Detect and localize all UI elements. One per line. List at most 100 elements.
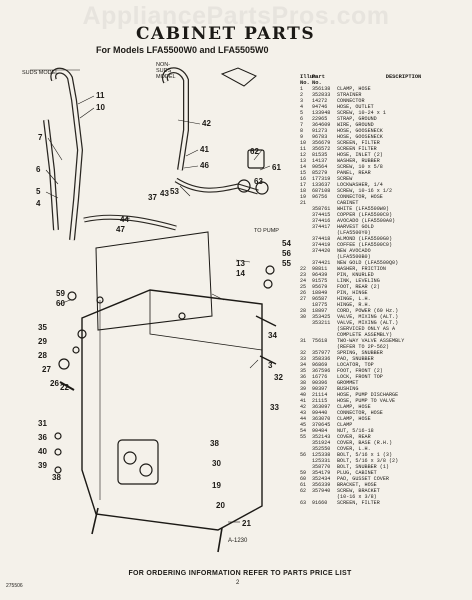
callout-37: 37 xyxy=(148,193,157,202)
part-description: PANEL, REAR xyxy=(337,170,371,176)
part-description: TWO-WAY VALVE ASSEMBLY xyxy=(337,338,405,344)
illus-no: 41 xyxy=(300,398,307,404)
part-no-header: Part No. xyxy=(312,74,325,86)
callout-14: 14 xyxy=(236,269,245,278)
callout-54: 54 xyxy=(282,239,291,248)
part-no: 356679 xyxy=(312,140,331,146)
callout-47: 47 xyxy=(116,225,125,234)
callout-39: 39 xyxy=(38,461,47,470)
part-no: 352833 xyxy=(312,92,331,98)
part-description: CLAMP, HOSE xyxy=(337,86,371,92)
parts-row: (SERVICED ONLY AS A xyxy=(300,326,470,332)
callout-19: 19 xyxy=(212,481,221,490)
part-description: BOLT, 5/16 x 1 (3) xyxy=(337,452,393,458)
part-no: 370645 xyxy=(312,422,331,428)
illus-no: 38 xyxy=(300,380,307,386)
part-description: NUT, 5/16-18 xyxy=(337,428,374,434)
part-description: (SERVICED ONLY AS A xyxy=(337,326,396,332)
illus-no: 1 xyxy=(300,86,304,92)
callout-62: 62 xyxy=(250,147,259,156)
illus-no: 18 xyxy=(300,188,307,194)
part-description: PAD, GUSSET COVER xyxy=(337,476,389,482)
ordering-footer: FOR ORDERING INFORMATION REFER TO PARTS … xyxy=(128,570,352,577)
part-no: 91575 xyxy=(312,278,328,284)
part-description: HOSE, INLET (2) xyxy=(337,152,383,158)
part-no: 352550 xyxy=(312,446,331,452)
part-no: 358336 xyxy=(312,356,331,362)
callout-21: 21 xyxy=(242,519,251,528)
illus-no: 60 xyxy=(300,476,307,482)
part-no: 85279 xyxy=(312,170,328,176)
part-no: 96439 xyxy=(312,272,328,278)
part-no: 125331 xyxy=(312,458,331,464)
suds-model-label: SUDS MODEL xyxy=(22,70,58,76)
part-no: 95679 xyxy=(312,284,328,290)
part-description: (LFA5500B0) xyxy=(337,254,371,260)
illus-no: 31 xyxy=(300,338,307,344)
part-no: 352143 xyxy=(312,434,331,440)
part-no: 363097 xyxy=(312,404,331,410)
non-suds-model-label: NON- xyxy=(156,62,170,68)
illus-no: 54 xyxy=(300,428,307,434)
non-suds-model-label: MODEL xyxy=(156,74,176,80)
part-no: 90396 xyxy=(312,380,328,386)
illus-no: 10 xyxy=(300,140,307,146)
part-description: VALVE, MIXING (ALT.) xyxy=(337,320,399,326)
part-no: 351924 xyxy=(312,440,331,446)
part-no: 354179 xyxy=(312,470,331,476)
part-description: LINK, LEVELING xyxy=(337,278,380,284)
part-no: 353425 xyxy=(312,314,331,320)
callout-56: 56 xyxy=(282,249,291,258)
part-description: LOCK, FRONT TOP xyxy=(337,374,383,380)
part-description: SCREEN, FILTER xyxy=(337,140,380,146)
part-description: CLAMP xyxy=(337,422,353,428)
illus-no: 34 xyxy=(300,362,307,368)
callout-38: 38 xyxy=(210,439,219,448)
part-description: WIRE, GROUND xyxy=(337,122,374,128)
part-no: 356572 xyxy=(312,146,331,152)
part-description: HOSE, PUMP TO VALVE xyxy=(337,398,396,404)
part-description: WASHER, FRICTION xyxy=(337,266,386,272)
part-description: HINGE, R.H. xyxy=(337,302,371,308)
illus-no: 4 xyxy=(300,104,304,110)
part-description: LOCKWASHER, 1/4 xyxy=(337,182,383,188)
illus-no: 12 xyxy=(300,152,307,158)
illus-no: 62 xyxy=(300,488,307,494)
callout-22: 22 xyxy=(60,383,69,392)
callout-34: 34 xyxy=(268,331,277,340)
part-no: 99440 xyxy=(312,410,328,416)
part-description: NEW AVOCADO xyxy=(337,248,371,254)
part-no: 367596 xyxy=(312,368,331,374)
callout-46: 46 xyxy=(200,161,209,170)
illus-no: 5 xyxy=(300,110,304,116)
part-description: HINGE, L.H. xyxy=(337,296,371,302)
callout-59: 59 xyxy=(56,289,65,298)
part-description: SPRING, SNUBBER xyxy=(337,350,383,356)
callout-28: 28 xyxy=(38,351,47,360)
part-description: HOSE, PUMP DISCHARGE xyxy=(337,392,399,398)
part-description: WHITE (LFA5500W0) xyxy=(337,206,389,212)
